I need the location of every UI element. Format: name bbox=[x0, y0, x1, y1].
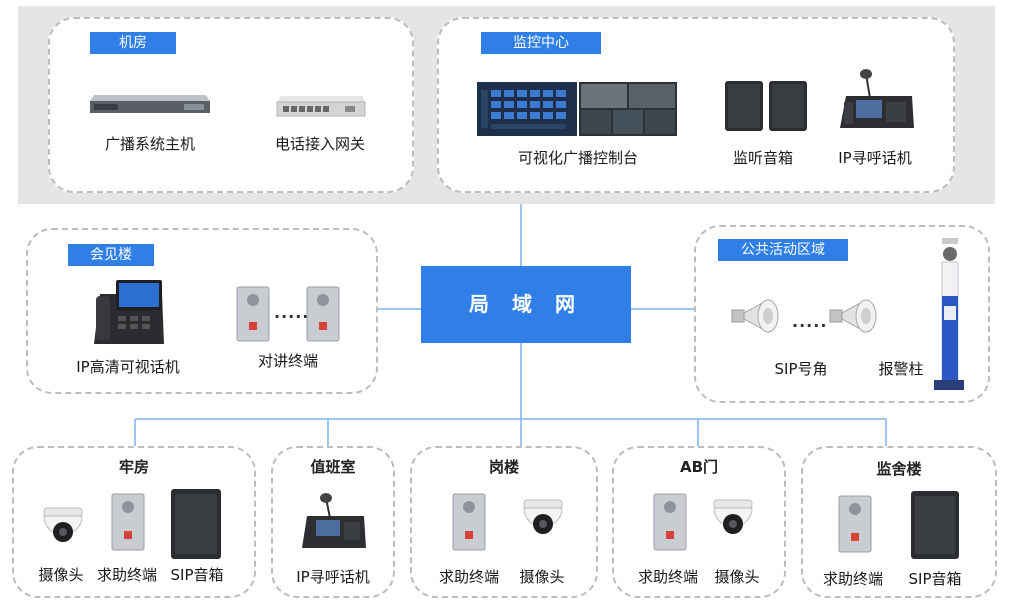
zone-post-building: 岗楼 bbox=[410, 446, 598, 598]
sip-speaker-icon bbox=[171, 489, 221, 559]
device-label: 广播系统主机 bbox=[104, 135, 196, 153]
alarm-pillar-icon bbox=[934, 238, 964, 390]
device-label: 摄像头 bbox=[714, 568, 760, 586]
device-label: 求助终端 bbox=[637, 568, 699, 586]
device-label: 对讲终端 bbox=[257, 352, 319, 370]
zone-label: 会见楼 bbox=[68, 244, 154, 266]
device-label: 求助终端 bbox=[822, 570, 884, 588]
monitor-speaker-icon bbox=[725, 81, 807, 131]
help-terminal-icon bbox=[838, 495, 872, 553]
ellipsis: ..... bbox=[792, 312, 828, 331]
ellipsis: ..... bbox=[274, 303, 310, 322]
zone-label: 机房 bbox=[90, 32, 176, 54]
device-label: 可视化广播控制台 bbox=[517, 149, 639, 167]
device-label: SIP音箱 bbox=[908, 570, 962, 588]
video-phone-icon bbox=[94, 280, 164, 344]
device-label: SIP号角 bbox=[774, 360, 828, 378]
sip-horn-icon bbox=[829, 299, 877, 333]
device-label: 监听音箱 bbox=[732, 149, 794, 167]
broadcast-host-icon bbox=[90, 95, 210, 113]
paging-phone-icon bbox=[302, 493, 366, 548]
broadcast-console-icon bbox=[477, 82, 677, 136]
lan-box: 局 域 网 bbox=[421, 266, 631, 343]
sip-horn-icon bbox=[731, 299, 779, 333]
dome-camera-icon bbox=[43, 507, 83, 542]
zone-label: 监控中心 bbox=[481, 32, 601, 54]
help-terminal-icon bbox=[452, 493, 486, 551]
zone-ab-gate: AB门 bbox=[612, 446, 786, 598]
device-label: IP寻呼话机 bbox=[838, 149, 912, 167]
zone-label: 值班室 bbox=[310, 458, 356, 476]
device-label: SIP音箱 bbox=[170, 566, 224, 584]
zone-label: 公共活动区域 bbox=[718, 239, 848, 261]
device-label: IP高清可视话机 bbox=[76, 358, 180, 376]
sip-speaker-icon bbox=[911, 491, 959, 559]
help-terminal-icon bbox=[111, 493, 145, 551]
zone-dorm-building: 监舍楼 bbox=[801, 446, 997, 598]
intercom-terminal-icon bbox=[306, 286, 340, 342]
zone-label: 岗楼 bbox=[488, 458, 519, 476]
dome-camera-icon bbox=[523, 499, 563, 534]
device-label: 电话接入网关 bbox=[274, 135, 366, 153]
intercom-terminal-icon bbox=[236, 286, 270, 342]
device-label: IP寻呼话机 bbox=[296, 568, 370, 586]
paging-phone-icon bbox=[840, 69, 914, 128]
device-label: 求助终端 bbox=[438, 568, 500, 586]
zone-label: 牢房 bbox=[118, 458, 149, 476]
zone-label: AB门 bbox=[679, 458, 719, 476]
zone-monitor-center: 监控中心 bbox=[437, 17, 955, 193]
device-label: 摄像头 bbox=[38, 566, 84, 584]
dome-camera-icon bbox=[713, 499, 753, 534]
zone-label: 监舍楼 bbox=[876, 460, 922, 478]
device-label: 报警柱 bbox=[878, 360, 924, 378]
device-label: 摄像头 bbox=[519, 568, 565, 586]
phone-gateway-icon bbox=[276, 96, 366, 117]
help-terminal-icon bbox=[653, 493, 687, 551]
device-label: 求助终端 bbox=[96, 566, 158, 584]
